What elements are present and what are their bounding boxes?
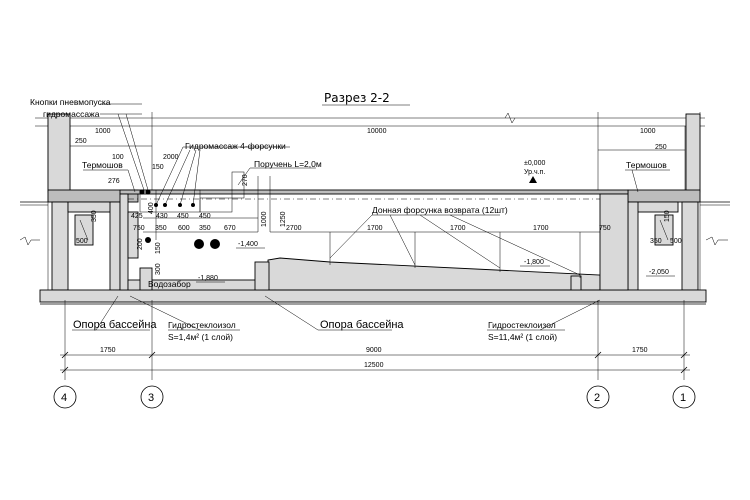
dim-9000: 9000 <box>366 347 382 354</box>
level-1880: -1,880 <box>198 275 218 282</box>
label-water-intake: Водозабор <box>148 279 191 289</box>
label-hydro-right-1: Гидростеклоизол <box>488 320 556 330</box>
level-1800: -1,800 <box>524 259 544 266</box>
svg-text:1700: 1700 <box>533 225 549 232</box>
dim-1750-left: 1750 <box>100 347 116 354</box>
label-hydro-massage: Гидромассаж 4-форсунки <box>185 141 286 151</box>
label-buttons-line1: Кнопки пневмопуска <box>30 97 111 107</box>
label-support-left: Опора бассейна <box>73 319 157 331</box>
label-support-mid: Опора бассейна <box>320 319 404 331</box>
svg-text:500: 500 <box>670 238 682 245</box>
svg-text:150: 150 <box>152 164 164 171</box>
label-thermo-left: Термошов <box>82 160 123 170</box>
drawing-title: Разрез 2-2 <box>324 91 390 105</box>
svg-text:750: 750 <box>133 225 145 232</box>
label-hydro-left-2: S=1,4м² (1 слой) <box>168 332 233 342</box>
dim-250-right: 250 <box>655 144 667 151</box>
nozzle-icon <box>194 239 204 249</box>
svg-text:2000: 2000 <box>163 154 179 161</box>
label-hydro-right-2: S=11,4м² (1 слой) <box>488 332 557 342</box>
level-2050: -2,050 <box>649 269 669 276</box>
detail-dimensions: 100 2000 150 276 270 425 400 430 450 450… <box>76 154 682 275</box>
hydro-massage-zone <box>139 171 271 249</box>
svg-text:450: 450 <box>199 213 211 220</box>
svg-text:300: 300 <box>155 263 162 275</box>
label-level-zero: ±0,000 <box>524 160 545 167</box>
dim-1000-left: 1000 <box>95 128 111 135</box>
svg-text:350: 350 <box>155 225 167 232</box>
svg-text:350: 350 <box>650 238 662 245</box>
svg-text:1700: 1700 <box>367 225 383 232</box>
dim-10000: 10000 <box>367 128 387 135</box>
svg-text:1700: 1700 <box>450 225 466 232</box>
axis-label: 1 <box>680 392 686 404</box>
pool-shell <box>39 189 707 305</box>
dim-1750-right: 1750 <box>632 347 648 354</box>
level-1400: -1,400 <box>238 241 258 248</box>
svg-text:270: 270 <box>242 174 249 186</box>
svg-text:750: 750 <box>599 225 611 232</box>
svg-text:276: 276 <box>108 178 120 185</box>
axis-label: 4 <box>61 392 67 404</box>
svg-text:350: 350 <box>91 210 98 222</box>
svg-text:450: 450 <box>177 213 189 220</box>
svg-text:500: 500 <box>76 238 88 245</box>
label-bottom-nozzle: Донная форсунка возврата (12шт) <box>372 205 508 215</box>
left-wall <box>47 113 139 291</box>
nozzle-icon <box>210 239 220 249</box>
svg-text:2700: 2700 <box>286 225 302 232</box>
label-buttons-line2: гидромассажа <box>43 109 100 119</box>
ground-line <box>20 201 730 206</box>
svg-text:150: 150 <box>155 242 162 254</box>
svg-text:200: 200 <box>137 238 144 250</box>
svg-text:600: 600 <box>178 225 190 232</box>
label-level-zero-sub: Ур.ч.п. <box>524 169 545 176</box>
svg-text:100: 100 <box>112 154 124 161</box>
svg-text:430: 430 <box>156 213 168 220</box>
svg-text:1000: 1000 <box>261 211 268 227</box>
level-marker-icon <box>529 176 537 183</box>
dim-1000-right: 1000 <box>640 128 656 135</box>
svg-text:350: 350 <box>199 225 211 232</box>
label-hydro-left-1: Гидростеклоизол <box>168 320 236 330</box>
axis-label: 3 <box>148 392 154 404</box>
label-handrail: Поручень L=2,0м <box>254 159 322 169</box>
axis-markers: 4 3 2 1 <box>53 385 696 409</box>
nozzle-icon <box>145 237 151 243</box>
bottom-dimensions: 1750 9000 1750 12500 <box>60 300 690 380</box>
dim-250-left: 250 <box>75 138 87 145</box>
label-thermo-right: Термошов <box>626 160 667 170</box>
svg-text:425: 425 <box>131 213 143 220</box>
dim-12500: 12500 <box>364 362 384 369</box>
svg-text:670: 670 <box>224 225 236 232</box>
svg-text:400: 400 <box>148 202 155 214</box>
svg-text:1250: 1250 <box>280 211 287 227</box>
leader-lines <box>72 103 670 331</box>
right-wall <box>627 113 701 291</box>
axis-label: 2 <box>594 392 600 404</box>
svg-text:150: 150 <box>664 210 671 222</box>
break-marks <box>19 112 728 246</box>
